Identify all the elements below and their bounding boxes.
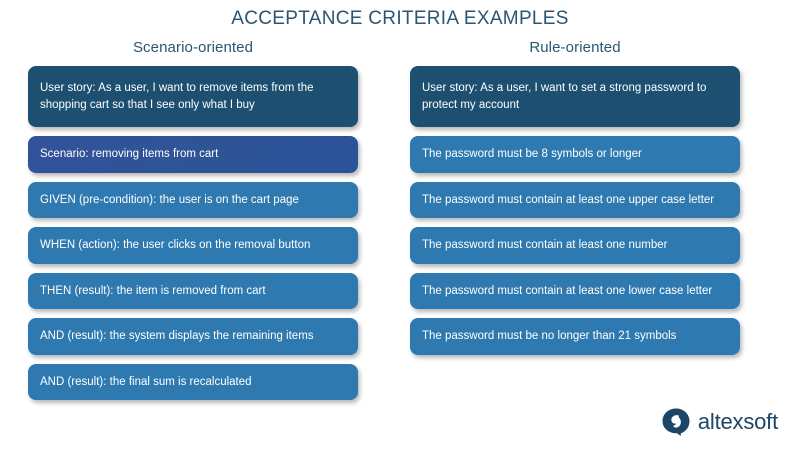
column-rule-oriented: Rule-oriented User story: As a user, I w… <box>410 38 740 409</box>
card-item: WHEN (action): the user clicks on the re… <box>28 227 358 264</box>
card-text: AND (result): the system displays the re… <box>40 330 314 342</box>
page-title: ACCEPTANCE CRITERIA EXAMPLES <box>231 8 569 29</box>
card-text: THEN (result): the item is removed from … <box>40 284 266 297</box>
card-text: Scenario: removing items from cart <box>40 148 219 160</box>
card-item: The password must be 8 symbols or longer <box>410 136 740 173</box>
card-item: GIVEN (pre-condition): the user is on th… <box>28 181 358 218</box>
card-text: The password must contain at least one u… <box>422 193 715 206</box>
column-title-rule-oriented: Rule-oriented <box>529 39 621 56</box>
column-scenario-oriented: Scenario-oriented User story: As a user,… <box>28 38 358 409</box>
card-item: THEN (result): the item is removed from … <box>28 272 358 309</box>
logo-wordmark: altexsoft <box>697 409 778 434</box>
card-text: GIVEN (pre-condition): the user is on th… <box>40 193 299 206</box>
card-item: The password must contain at least one l… <box>410 272 740 309</box>
card-item: Scenario: removing items from cart <box>28 136 358 173</box>
card-item: The password must be no longer than 21 s… <box>410 318 740 355</box>
altexsoft-logo: altexsoft <box>661 407 778 437</box>
card-text: The password must contain at least one n… <box>422 239 668 251</box>
card-item: AND (result): the final sum is recalcula… <box>28 363 358 400</box>
columns-container: Scenario-oriented User story: As a user,… <box>0 38 800 409</box>
card-text: The password must contain at least one l… <box>422 284 713 297</box>
card-item: User story: As a user, I want to remove … <box>28 66 358 127</box>
card-text: User story: As a user, I want to remove … <box>40 82 314 111</box>
card-text: AND (result): the final sum is recalcula… <box>40 375 252 388</box>
card-text: User story: As a user, I want to set a s… <box>422 82 707 111</box>
column-title-scenario-oriented: Scenario-oriented <box>132 39 254 56</box>
card-item: User story: As a user, I want to set a s… <box>410 66 740 127</box>
card-item: The password must contain at least one n… <box>410 227 740 264</box>
altexsoft-bubble-icon <box>662 408 690 436</box>
card-text: The password must be no longer than 21 s… <box>422 330 677 342</box>
card-text: WHEN (action): the user clicks on the re… <box>40 239 311 251</box>
card-item: AND (result): the system displays the re… <box>28 318 358 355</box>
card-item: The password must contain at least one u… <box>410 181 740 218</box>
card-text: The password must be 8 symbols or longer <box>422 148 642 160</box>
